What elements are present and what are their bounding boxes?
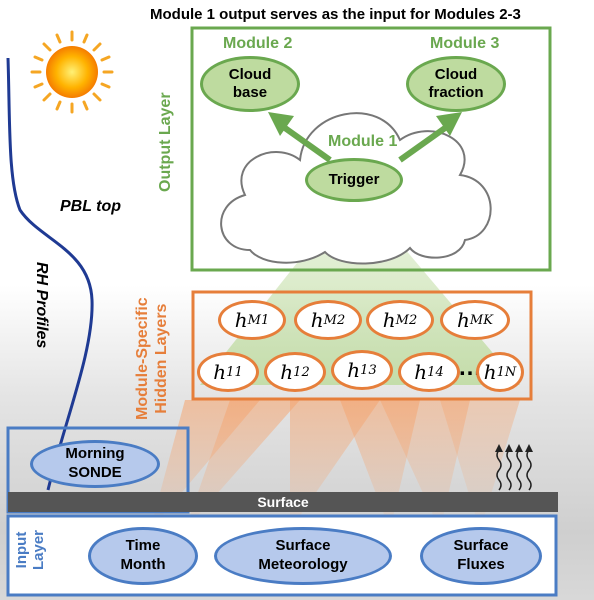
node-sub: 11 xyxy=(226,364,243,380)
module-2-label: Module 2 xyxy=(223,35,293,52)
time-month-line1: Time xyxy=(125,537,161,555)
trigger-text: Trigger xyxy=(328,171,380,188)
rh-profiles-label: RH Profiles xyxy=(33,262,50,349)
diagram-banner: Module 1 output serves as the input for … xyxy=(150,6,521,23)
input-layer-label-text: Input Layer xyxy=(13,529,48,571)
node-sub: 12 xyxy=(293,364,310,380)
rh-profile-curve xyxy=(6,57,94,491)
node-base: h xyxy=(382,308,396,332)
surface-fluxes-line1: Surface xyxy=(453,537,509,555)
surface-met-line1: Surface xyxy=(275,537,331,555)
cloud-fraction-line1: Cloud xyxy=(434,66,478,83)
node-base: h xyxy=(310,308,324,332)
hidden-layers-box xyxy=(191,290,533,401)
output-layer-box xyxy=(190,26,552,272)
heat-flux-icon xyxy=(496,449,532,491)
surface-met-line2: Meteorology xyxy=(258,556,348,573)
node-sub: 1N xyxy=(496,364,517,380)
cloud-base-line1: Cloud xyxy=(228,66,272,83)
sonde-box xyxy=(6,426,190,514)
cloud-base-line2: base xyxy=(232,84,268,101)
sonde-line2: SONDE xyxy=(68,464,122,481)
surface-bar: Surface xyxy=(8,492,558,512)
node-base: h xyxy=(234,308,248,332)
node-sub: M2 xyxy=(323,312,346,328)
surface-fluxes-line2: Fluxes xyxy=(457,556,505,573)
node-base: h xyxy=(457,308,470,332)
module-1-label: Module 1 xyxy=(328,133,398,150)
node-sub: M2 xyxy=(395,312,418,328)
cloud-fraction-line2: fraction xyxy=(428,84,484,101)
trigger-node: Trigger xyxy=(305,158,403,202)
hidden-layers-label: Module-Specific Hidden Layers xyxy=(133,297,171,420)
node-base: h xyxy=(483,360,497,384)
sonde-line1: Morning xyxy=(65,445,125,463)
node-base: h xyxy=(347,358,361,382)
node-sub: 13 xyxy=(360,362,377,378)
node-sub: 14 xyxy=(427,364,444,380)
node-base: h xyxy=(280,360,294,384)
hidden-layers-label-line1: Module-Specific xyxy=(134,297,151,420)
sun-icon xyxy=(30,30,114,114)
node-base: h xyxy=(414,360,428,384)
module-3-label: Module 3 xyxy=(430,35,500,52)
node-sub: M1 xyxy=(247,312,270,328)
pbl-top-label: PBL top xyxy=(60,198,122,215)
time-month-line2: Month xyxy=(120,556,166,573)
node-base: h xyxy=(213,360,227,384)
output-layer-label: Output Layer xyxy=(157,92,174,192)
hidden-layers-label-line2: Hidden Layers xyxy=(153,303,171,414)
input-layer-label: Input Layer xyxy=(13,520,48,580)
node-sub: MK xyxy=(469,312,493,328)
